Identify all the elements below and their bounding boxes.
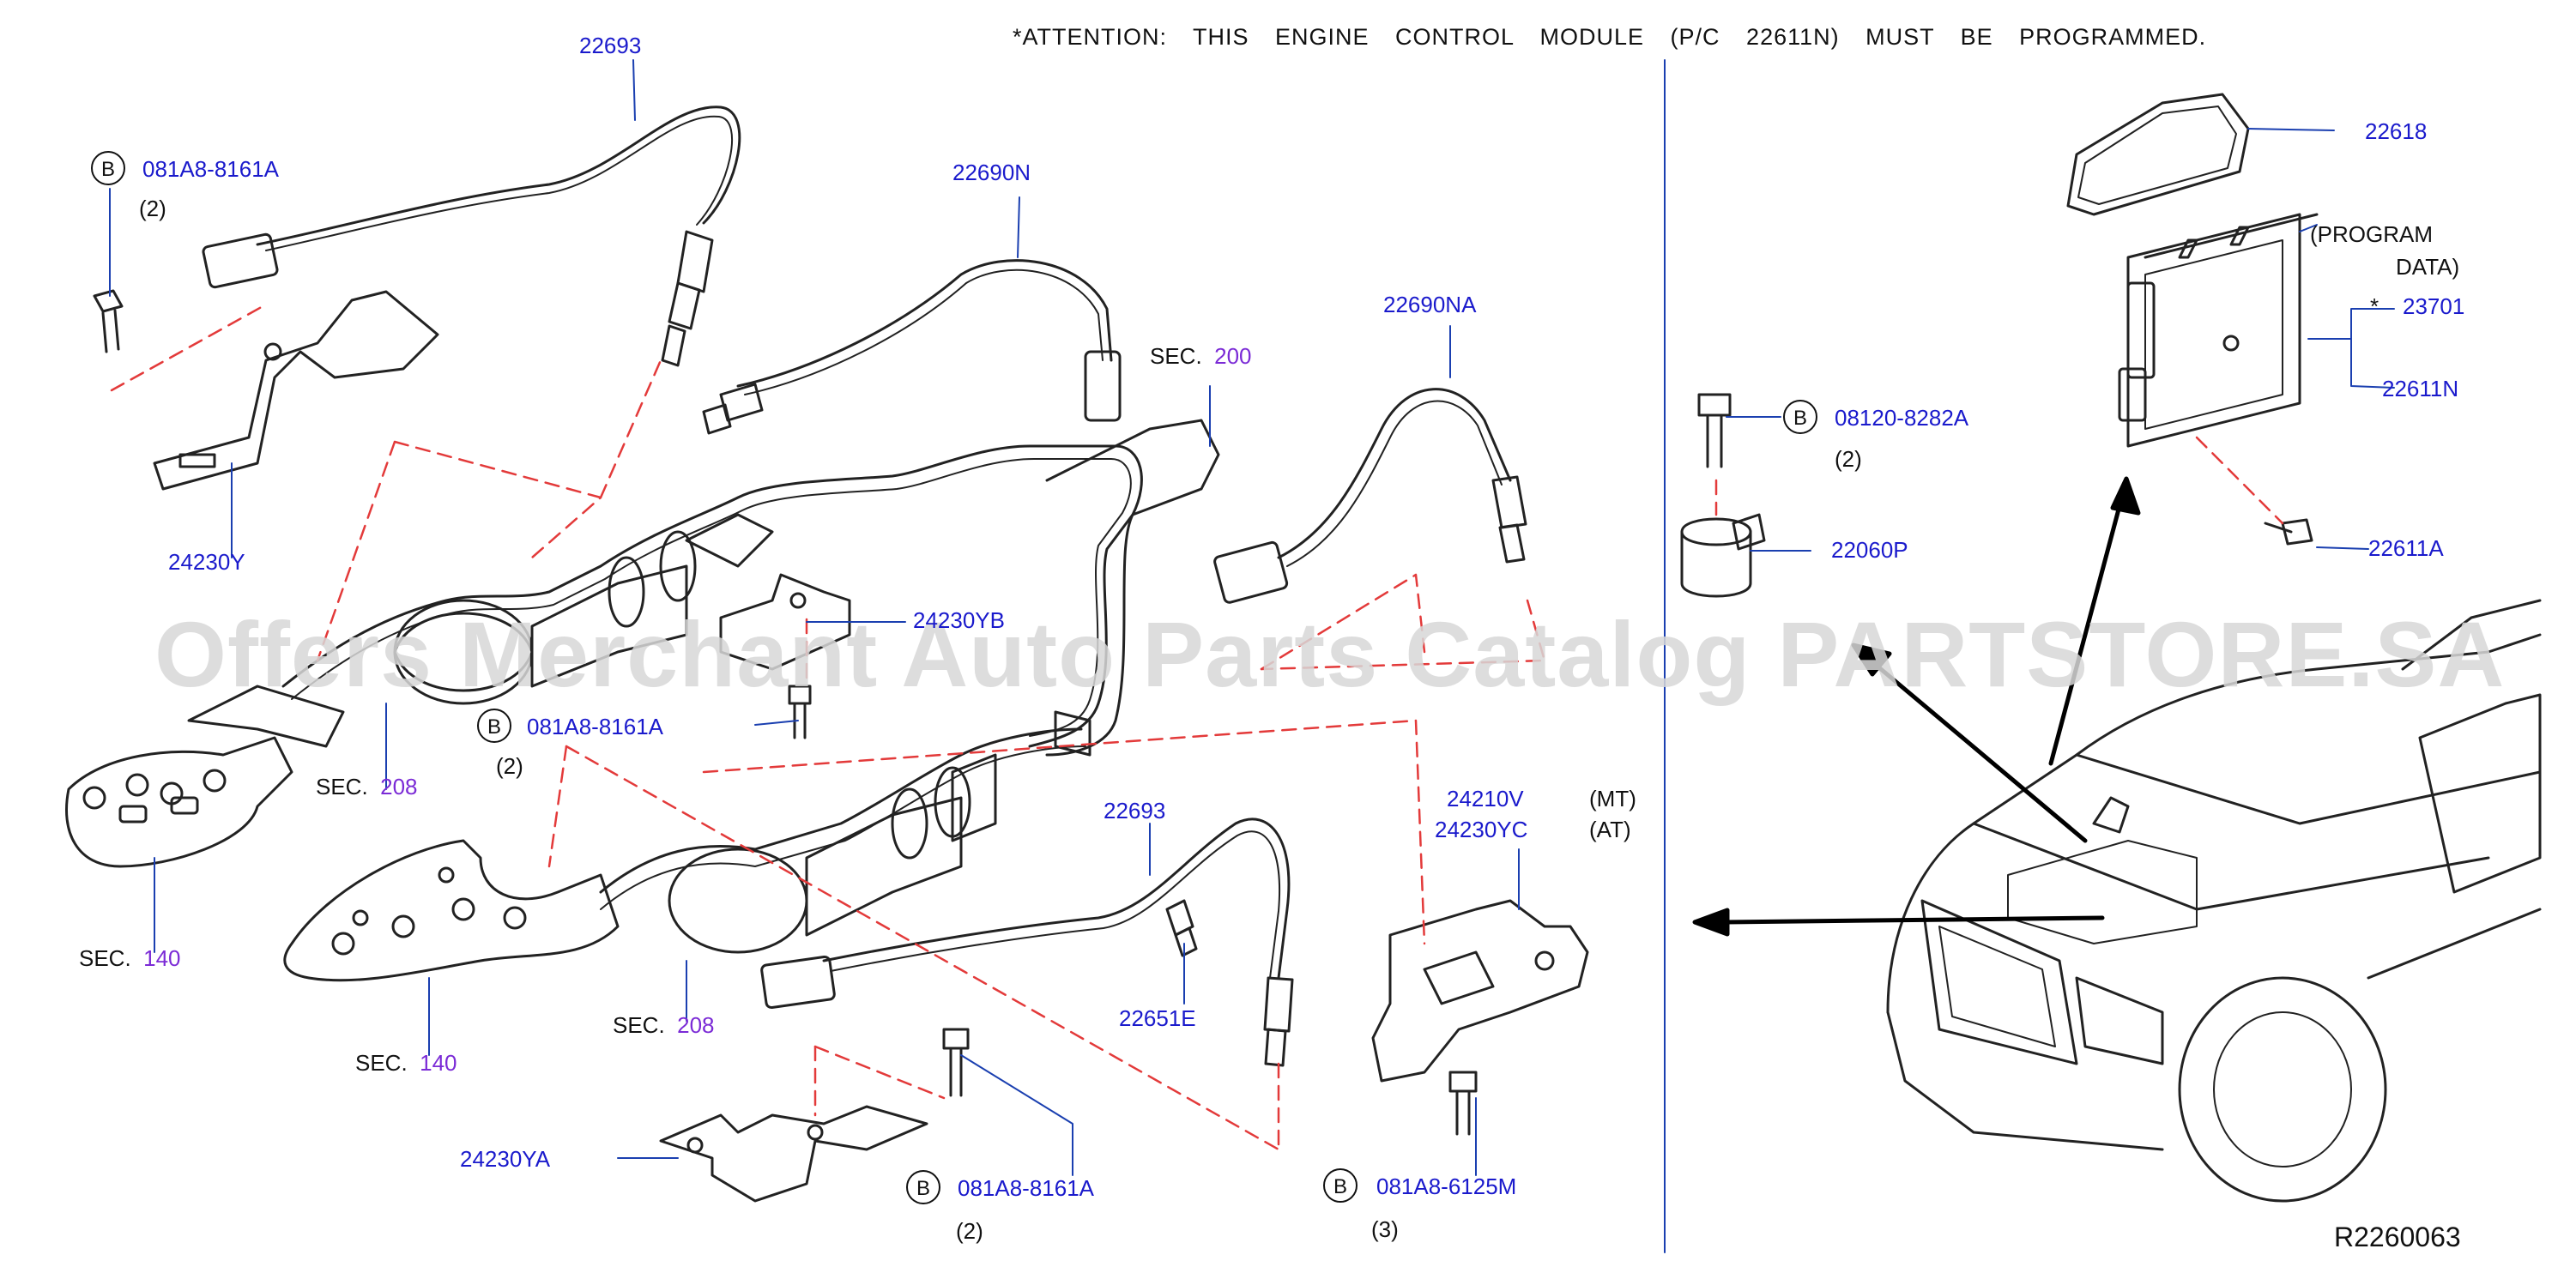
- catalyst-lower: [599, 710, 1091, 954]
- bolt-b1: [93, 289, 124, 353]
- oxygen-sensor-22690N: [702, 259, 1122, 435]
- badge-b1: B: [91, 151, 125, 185]
- attention-notice: *ATTENTION: THIS ENGINE CONTROL MODULE (…: [1013, 24, 2207, 50]
- sec-208-upper-number: 208: [380, 774, 418, 799]
- qty-bolt-b1: (2): [139, 196, 166, 221]
- sec-200-number: 200: [1214, 343, 1252, 369]
- note-star: *: [2370, 293, 2379, 319]
- oxygen-sensor-22693-bottom: [760, 817, 1294, 1067]
- location-arrows: [1692, 476, 2141, 937]
- badge-b3: B: [906, 1170, 940, 1204]
- sec-140-upper[interactable]: SEC. 140: [79, 945, 181, 971]
- label-22618: 22618: [2365, 118, 2428, 144]
- label-bolt-b2: 081A8-8161A: [527, 714, 664, 739]
- bolt-b3: [942, 1028, 970, 1097]
- note-at: (AT): [1589, 817, 1631, 842]
- alignment-dashes: [110, 303, 2284, 1151]
- note-program-line1: (PROGRAM: [2310, 221, 2433, 247]
- sec-140-lower[interactable]: SEC. 140: [355, 1050, 457, 1076]
- bolt-b5: [1697, 393, 1732, 468]
- sec-208-lower[interactable]: SEC. 208: [613, 1012, 715, 1038]
- sec-200[interactable]: SEC. 200: [1150, 343, 1252, 369]
- sec-140-upper-prefix: SEC.: [79, 945, 131, 971]
- ecm-bracket: [1371, 899, 1589, 1083]
- label-22060P: 22060P: [1831, 537, 1908, 563]
- label-23701: 23701: [2403, 293, 2465, 319]
- exhaust-manifold-lower: [283, 839, 620, 982]
- label-bolt-b4: 081A8-6125M: [1376, 1173, 1517, 1199]
- reference-code: R2260063: [2334, 1222, 2461, 1252]
- label-bolt-b3: 081A8-8161A: [958, 1175, 1095, 1201]
- bracket-24230YB: [719, 573, 851, 739]
- qty-bolt-b3: (2): [956, 1218, 983, 1244]
- watermark: Offers Merchant Auto Parts Catalog PARTS…: [154, 602, 2506, 706]
- label-22690NA: 22690NA: [1383, 292, 1477, 317]
- clip-22651E: [1165, 899, 1198, 957]
- sec-140-lower-prefix: SEC.: [355, 1050, 408, 1076]
- sec-208-lower-prefix: SEC.: [613, 1012, 665, 1038]
- label-22611A: 22611A: [2368, 535, 2444, 561]
- label-24230YB: 24230YB: [913, 607, 1005, 633]
- qty-bolt-b4: (3): [1371, 1216, 1399, 1242]
- note-program-line2: DATA): [2396, 254, 2460, 280]
- label-bolt-b5: 08120-8282A: [1835, 405, 1969, 431]
- badge-b2: B: [477, 709, 511, 743]
- sec-140-upper-number: 140: [143, 945, 181, 971]
- sec-200-prefix: SEC.: [1150, 343, 1202, 369]
- leader-lines: [109, 59, 2395, 1176]
- badge-b4: B: [1323, 1168, 1358, 1203]
- bolt-22611A: [2264, 518, 2313, 546]
- note-mt: (MT): [1589, 786, 1636, 811]
- oxygen-sensor-22690NA: [1213, 388, 1527, 604]
- label-24230YA: 24230YA: [460, 1146, 551, 1172]
- exhaust-pipe-sec-200: [1045, 419, 1220, 757]
- bolt-b4: [1448, 1071, 1478, 1136]
- sec-140-lower-number: 140: [420, 1050, 457, 1076]
- vehicle-illustration: [1886, 599, 2542, 1203]
- bracket-24230Y: [153, 290, 439, 491]
- qty-bolt-b2: (2): [496, 753, 523, 779]
- sec-208-upper[interactable]: SEC. 208: [316, 774, 418, 799]
- knock-sensor-22060P: [1680, 513, 1766, 598]
- exhaust-manifold-upper: [65, 685, 345, 868]
- label-22690N: 22690N: [952, 160, 1031, 185]
- sec-208-upper-prefix: SEC.: [316, 774, 368, 799]
- catalyst-upper: [281, 444, 1143, 748]
- bracket-24230YA: [659, 1105, 928, 1203]
- sec-208-lower-number: 208: [677, 1012, 715, 1038]
- label-22693-bottom: 22693: [1104, 798, 1166, 824]
- label-22693-top: 22693: [579, 33, 642, 58]
- label-24230Y: 24230Y: [168, 549, 245, 575]
- qty-bolt-b5: (2): [1835, 446, 1862, 472]
- oxygen-sensor-22693-top: [202, 106, 741, 367]
- label-24210V: 24210V: [1447, 786, 1524, 811]
- label-22651E: 22651E: [1119, 1005, 1196, 1031]
- label-22611N: 22611N: [2382, 376, 2459, 401]
- ecm-22611N: [2118, 213, 2319, 448]
- label-24230YC: 24230YC: [1435, 817, 1528, 842]
- ecm-cover-22618: [2066, 93, 2250, 216]
- label-bolt-b1: 081A8-8161A: [142, 156, 280, 182]
- badge-b5: B: [1783, 400, 1817, 434]
